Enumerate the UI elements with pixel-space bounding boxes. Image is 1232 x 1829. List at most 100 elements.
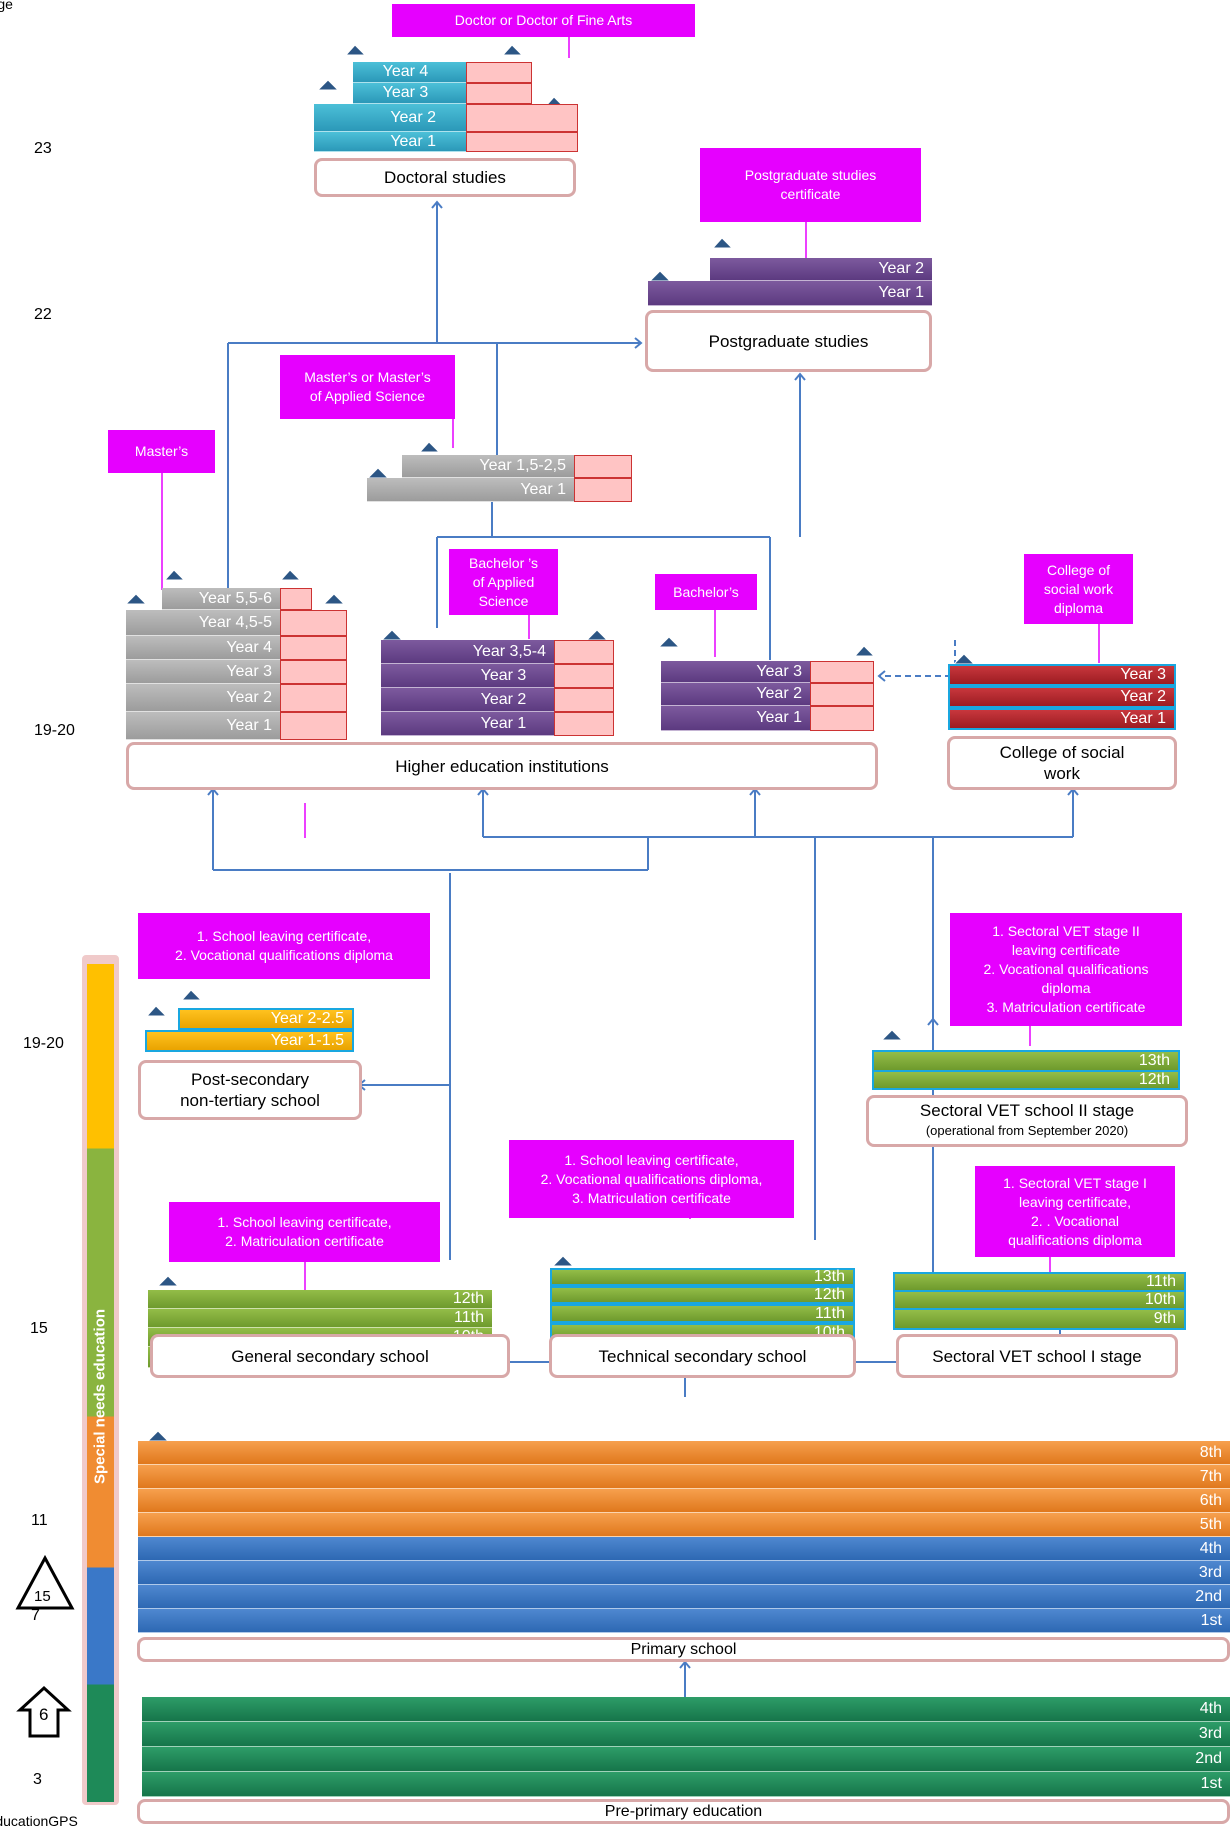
age-label: 19-20 (23, 1035, 64, 1052)
technical-secondary-grade-bar: 11th (550, 1304, 855, 1323)
special-needs-bar: Special needs education (82, 955, 119, 1805)
masters-applied-pink (574, 478, 632, 502)
primary-grade-bar: 2nd (138, 1585, 1230, 1609)
doctoral-pink (466, 104, 578, 132)
post-secondary-year-bar: Year 2-2.5 (178, 1008, 354, 1030)
pre-primary-institution: Pre-primary education (137, 1799, 1230, 1824)
doctoral-year-bar: Year 1 (314, 132, 466, 152)
bachelor-pink (810, 706, 874, 731)
primary-institution: Primary school (137, 1637, 1230, 1662)
college-award: College of social work diploma (1024, 554, 1133, 624)
masters-applied-pink (574, 455, 632, 478)
masters-applied-award: Master’s or Master’s of Applied Science (280, 355, 455, 419)
bachelor-pink (810, 683, 874, 706)
doctoral-year-bar: Year 3 (353, 83, 466, 104)
doctoral-award: Doctor or Doctor of Fine Arts (392, 4, 695, 37)
bachelor-applied-year-bar: Year 3 (381, 664, 554, 688)
vet1-award: 1. Sectoral VET stage I leaving certific… (975, 1166, 1175, 1257)
doctoral-pink (466, 83, 532, 104)
special-needs-label: Special needs education (91, 1308, 109, 1485)
bachelor-applied-year-bar: Year 1 (381, 712, 554, 736)
compulsory-start-arrow (16, 1685, 72, 1738)
masters-year-bar: Year 5,5-6 (162, 588, 280, 610)
primary-grade-bar: 1st (138, 1609, 1230, 1633)
postgraduate-year-bar: Year 1 (648, 281, 932, 306)
primary-grade-bar: 8th (138, 1441, 1230, 1465)
technical-secondary-institution: Technical secondary school (549, 1334, 856, 1378)
general-secondary-grade-bar: 11th (148, 1309, 492, 1328)
compulsory-start-age: 6 (39, 1705, 49, 1724)
masters-award: Master’s (108, 430, 215, 473)
doctoral-pink (466, 62, 532, 83)
post-secondary-year-bar: Year 1-1.5 (145, 1030, 354, 1052)
bachelor-applied-award: Bachelor ’s of Applied Science (449, 549, 558, 615)
pre-primary-grade-bar: 2nd (142, 1747, 1230, 1772)
masters-year-bar: Year 3 (126, 660, 280, 684)
compulsory-end-triangle (15, 1554, 75, 1610)
masters-pink (280, 610, 347, 636)
vet2-award: 1. Sectoral VET stage II leaving certifi… (950, 913, 1182, 1026)
vet1-grade-bar: 9th (893, 1308, 1186, 1330)
vet1-institution: Sectoral VET school I stage (896, 1334, 1178, 1378)
pre-primary-grade-bar: 3rd (142, 1722, 1230, 1747)
technical-secondary-grade-bar: 12th (550, 1286, 855, 1304)
primary-grade-bar: 5th (138, 1513, 1230, 1537)
vet1-grade-bar: 10th (893, 1290, 1186, 1310)
primary-grade-bar: 3rd (138, 1561, 1230, 1585)
bachelor-applied-pink (554, 688, 614, 712)
masters-pink (280, 636, 347, 660)
technical-secondary-grade-bar: 13th (550, 1268, 855, 1286)
higher-education-institution: Higher education institutions (126, 742, 878, 790)
vet2-institution: Sectoral VET school II stage (operationa… (866, 1095, 1188, 1147)
masters-pink (280, 684, 347, 712)
masters-year-bar: Year 4 (126, 636, 280, 660)
age-label: 22 (34, 306, 52, 323)
general-secondary-grade-bar: 12th (148, 1290, 492, 1309)
compulsory-end-age: 15 (34, 1588, 51, 1605)
postgraduate-institution: Postgraduate studies (645, 310, 932, 372)
primary-grade-bar: 4th (138, 1537, 1230, 1561)
college-year-bar: Year 1 (948, 708, 1176, 730)
postgraduate-award: Postgraduate studies certificate (700, 148, 921, 222)
masters-pink (280, 712, 347, 740)
bachelor-year-bar: Year 1 (661, 706, 810, 731)
masters-year-bar: Year 4,5-5 (126, 610, 280, 636)
doctoral-pink (466, 132, 578, 152)
bachelor-applied-year-bar: Year 3,5-4 (381, 640, 554, 664)
vet2-institution-name: Sectoral VET school II stage (919, 1101, 1135, 1120)
age-label: 23 (34, 140, 52, 157)
masters-applied-year-bar: Year 1 (367, 478, 574, 502)
bachelor-year-bar: Year 3 (661, 661, 810, 683)
bachelor-applied-year-bar: Year 2 (381, 688, 554, 712)
primary-grade-bar: 6th (138, 1489, 1230, 1513)
masters-year-bar: Year 1 (126, 712, 280, 740)
age-label: 3 (33, 1771, 42, 1788)
primary-grade-bar: 7th (138, 1465, 1230, 1489)
vet1-grade-bar: 11th (893, 1272, 1186, 1292)
pre-primary-grade-bar: 4th (142, 1697, 1230, 1722)
age-label: 15 (30, 1320, 48, 1337)
masters-applied-year-bar: Year 1,5-2,5 (402, 455, 574, 478)
age-label: 19-20 (34, 722, 75, 739)
bachelor-applied-pink (554, 664, 614, 688)
masters-year-bar: Year 2 (126, 684, 280, 712)
general-secondary-award: 1. School leaving certificate, 2. Matric… (169, 1202, 440, 1262)
doctoral-year-bar: Year 4 (353, 62, 466, 83)
college-institution: College of social work (947, 736, 1177, 790)
source-label: EducationGPS (0, 1813, 78, 1829)
pre-primary-grade-bar: 1st (142, 1772, 1230, 1797)
masters-pink (280, 588, 312, 610)
doctoral-year-bar: Year 2 (314, 104, 466, 132)
bachelor-pink (810, 661, 874, 683)
technical-secondary-award: 1. School leaving certificate, 2. Vocati… (509, 1140, 794, 1218)
college-year-bar: Year 2 (948, 686, 1176, 708)
bachelor-award: Bachelor’s (655, 574, 757, 610)
post-secondary-institution: Post-secondary non-tertiary school (138, 1060, 362, 1120)
post-secondary-award: 1. School leaving certificate, 2. Vocati… (138, 913, 430, 979)
doctoral-institution: Doctoral studies (314, 158, 576, 197)
general-secondary-institution: General secondary school (150, 1334, 510, 1378)
vet2-grade-bar: 13th (872, 1050, 1180, 1072)
age-label: 7 (31, 1607, 40, 1624)
bachelor-year-bar: Year 2 (661, 683, 810, 706)
age-axis-label: Age (0, 0, 13, 12)
